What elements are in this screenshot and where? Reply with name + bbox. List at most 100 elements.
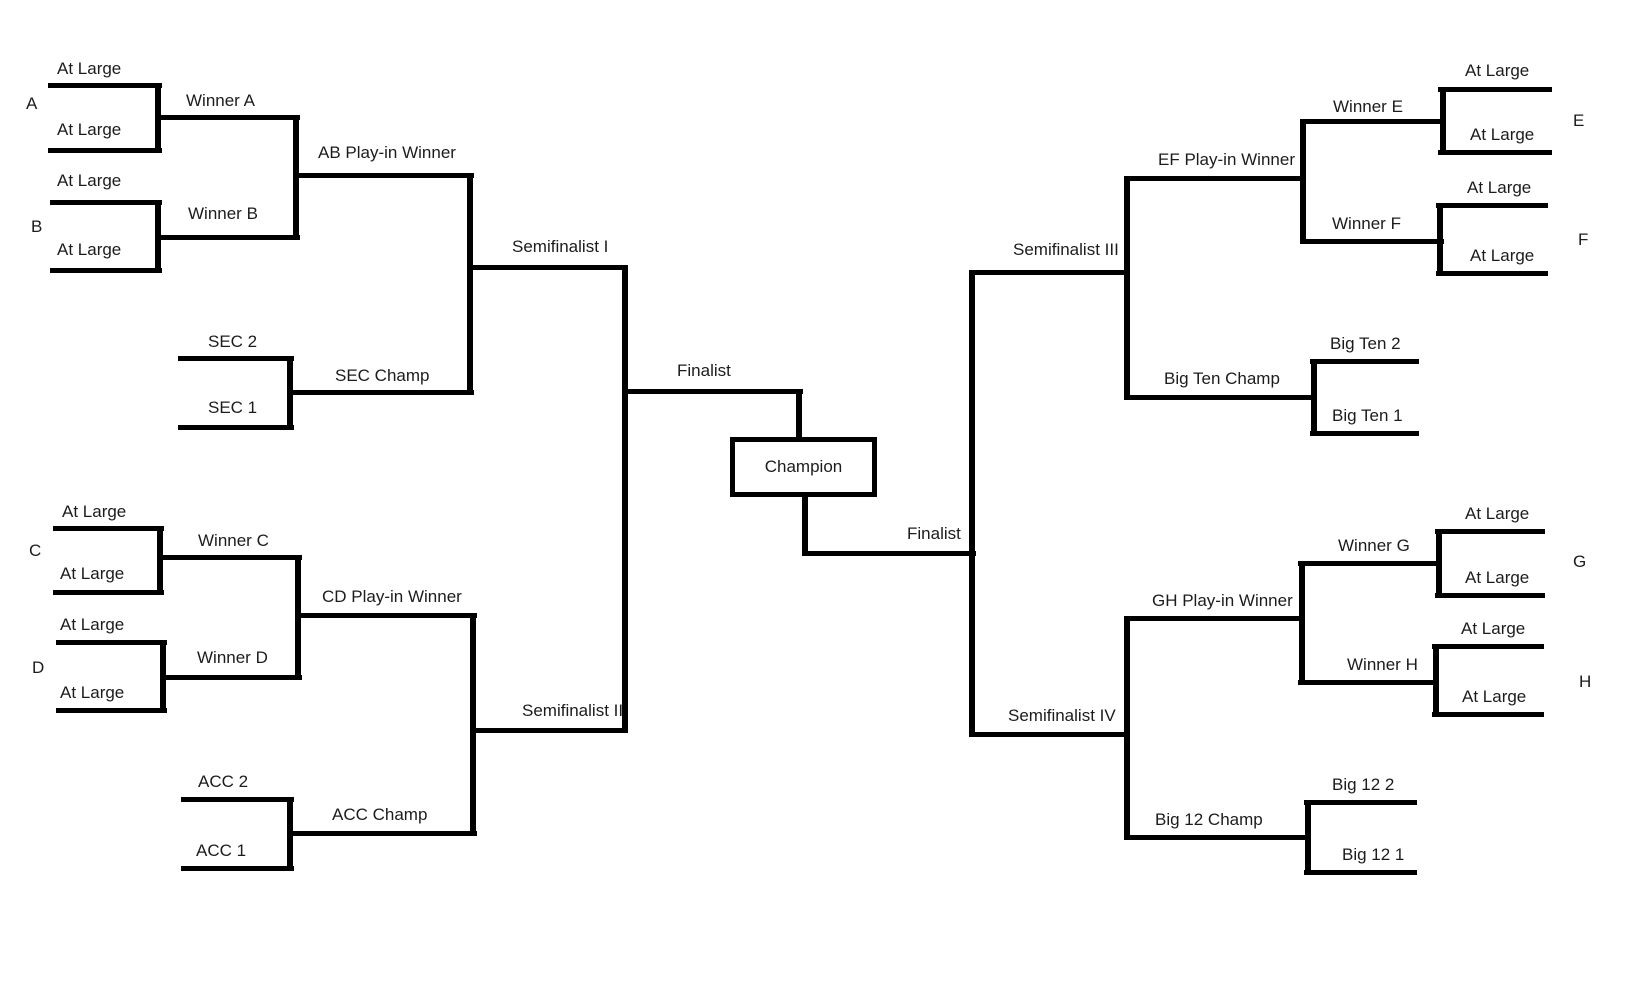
label-region-h: H [1579, 672, 1592, 691]
label-b-slot-1: At Large [57, 171, 122, 190]
champion-label: Champion [764, 457, 843, 476]
b-slot-2-line [50, 268, 162, 273]
label-big-ten-1: Big Ten 1 [1332, 406, 1403, 425]
label-winner-a: Winner A [186, 91, 255, 110]
label-sec-2: SEC 2 [208, 332, 258, 351]
label-winner-g: Winner G [1338, 536, 1410, 555]
label-d-slot-1: At Large [60, 615, 125, 634]
g-slot-2-line [1435, 593, 1545, 598]
acc-champ-line [288, 831, 477, 836]
champion-drop [802, 494, 808, 556]
label-acc-2: ACC 2 [198, 772, 249, 791]
c-pair-connector [157, 526, 163, 595]
cd-playin-line [296, 613, 477, 618]
finalist-left-line [623, 389, 803, 394]
winner-c-line [158, 555, 302, 560]
label-region-d: D [32, 658, 45, 677]
ab-join-connector [293, 115, 299, 240]
label-c-slot-2: At Large [60, 564, 125, 583]
h-slot-1-line [1432, 644, 1544, 649]
label-e-slot-2: At Large [1470, 125, 1535, 144]
semifinalist-i-line [468, 265, 627, 270]
winner-d-line [161, 675, 302, 680]
label-semifinalist-i: Semifinalist I [512, 237, 609, 256]
finalist-left-drop [796, 389, 802, 442]
f-slot-2-line [1436, 271, 1548, 276]
c-slot-2-line [53, 590, 164, 595]
sec-pair-connector [287, 356, 293, 430]
label-winner-e: Winner E [1333, 97, 1403, 116]
ef-bigten-join-connector [1124, 176, 1130, 400]
sec-2-line [178, 356, 294, 361]
label-semifinalist-iv: Semifinalist IV [1008, 706, 1116, 725]
label-region-a: A [26, 94, 38, 113]
acc-2-line [181, 797, 294, 802]
label-gh-playin: GH Play-in Winner [1152, 591, 1293, 610]
semifinalist-iii-line [970, 270, 1130, 275]
label-big-ten-champ: Big Ten Champ [1164, 369, 1280, 388]
big-ten-champ-line [1125, 395, 1316, 400]
label-winner-f: Winner F [1332, 214, 1401, 233]
label-region-f: F [1578, 230, 1589, 249]
label-region-b: B [31, 217, 43, 236]
label-g-slot-1: At Large [1465, 504, 1530, 523]
winner-g-line [1298, 561, 1441, 566]
label-big-12-2: Big 12 2 [1332, 775, 1395, 794]
label-finalist-right: Finalist [907, 524, 961, 543]
e-slot-2-line [1438, 150, 1552, 155]
label-a-slot-2: At Large [57, 120, 122, 139]
label-finalist-left: Finalist [677, 361, 731, 380]
ab-playin-line [294, 173, 474, 178]
winner-a-line [156, 115, 300, 120]
f-pair-connector [1437, 203, 1443, 276]
label-big-12-champ: Big 12 Champ [1155, 810, 1263, 829]
big-12-1-line [1304, 870, 1417, 875]
acc-1-line [181, 866, 294, 871]
h-pair-connector [1433, 644, 1439, 717]
big-ten-1-line [1310, 431, 1419, 436]
d-pair-connector [160, 640, 166, 713]
label-semifinalist-iii: Semifinalist III [1013, 240, 1119, 259]
label-a-slot-1: At Large [57, 59, 122, 78]
e-pair-connector [1440, 87, 1446, 155]
winner-h-line [1298, 680, 1438, 685]
label-region-e: E [1573, 111, 1585, 130]
semifinalist-iv-line [970, 732, 1130, 737]
label-region-c: C [29, 541, 42, 560]
e-slot-1-line [1438, 87, 1552, 92]
gh-join-connector [1299, 561, 1305, 685]
label-f-slot-2: At Large [1470, 246, 1535, 265]
g-slot-1-line [1435, 529, 1545, 534]
left-semis-connector [622, 265, 628, 733]
ef-join-connector [1300, 119, 1306, 244]
label-acc-champ: ACC Champ [332, 805, 428, 824]
big-12-2-line [1304, 800, 1417, 805]
label-ab-playin: AB Play-in Winner [318, 143, 456, 162]
label-f-slot-1: At Large [1467, 178, 1532, 197]
cd-acc-join-connector [470, 613, 476, 836]
d-slot-1-line [56, 640, 167, 645]
semifinalist-ii-line [471, 728, 628, 733]
label-winner-b: Winner B [188, 204, 258, 223]
label-h-slot-2: At Large [1462, 687, 1527, 706]
f-slot-1-line [1436, 203, 1548, 208]
acc-pair-connector [287, 797, 293, 871]
b-pair-connector [155, 200, 161, 273]
big-ten-2-line [1310, 359, 1419, 364]
label-g-slot-2: At Large [1465, 568, 1530, 587]
label-big-12-1: Big 12 1 [1342, 845, 1405, 864]
big-12-champ-line [1125, 835, 1310, 840]
winner-e-line [1301, 119, 1446, 124]
label-winner-h: Winner H [1347, 655, 1418, 674]
label-region-g: G [1573, 552, 1587, 571]
label-b-slot-2: At Large [57, 240, 122, 259]
label-cd-playin: CD Play-in Winner [322, 587, 462, 606]
label-d-slot-2: At Large [60, 683, 125, 702]
label-sec-champ: SEC Champ [335, 366, 430, 385]
label-h-slot-1: At Large [1461, 619, 1526, 638]
ab-sec-join-connector [467, 173, 473, 395]
sec-1-line [178, 425, 294, 430]
ef-playin-line [1125, 176, 1306, 181]
h-slot-2-line [1432, 712, 1544, 717]
label-c-slot-1: At Large [62, 502, 127, 521]
